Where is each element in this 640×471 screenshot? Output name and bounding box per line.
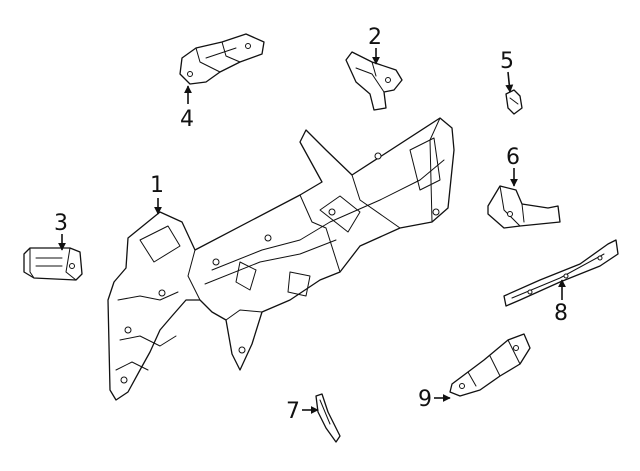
part-9-bracket <box>449 333 531 397</box>
part-8-reinforcement <box>503 239 619 307</box>
callout-labels: 1 2 3 4 5 6 7 8 9 <box>54 25 568 424</box>
leader-5 <box>505 71 514 93</box>
callout-3: 3 <box>54 211 68 236</box>
callout-6: 6 <box>506 145 520 170</box>
part-7-bracket <box>315 393 341 443</box>
callout-5: 5 <box>500 49 514 74</box>
part-2-bracket <box>345 51 403 111</box>
callout-4: 4 <box>180 107 194 132</box>
callout-9: 9 <box>418 387 432 412</box>
callout-8: 8 <box>554 301 568 326</box>
part-6-bracket <box>487 185 561 229</box>
callout-1: 1 <box>150 173 164 198</box>
callout-2: 2 <box>368 25 382 50</box>
part-3-bracket <box>23 247 83 281</box>
part-5-clip <box>505 89 523 115</box>
leader-lines <box>58 48 566 414</box>
callout-7: 7 <box>286 399 300 424</box>
part-4-bracket <box>179 33 265 85</box>
part-1-cross-car-beam <box>107 117 455 401</box>
